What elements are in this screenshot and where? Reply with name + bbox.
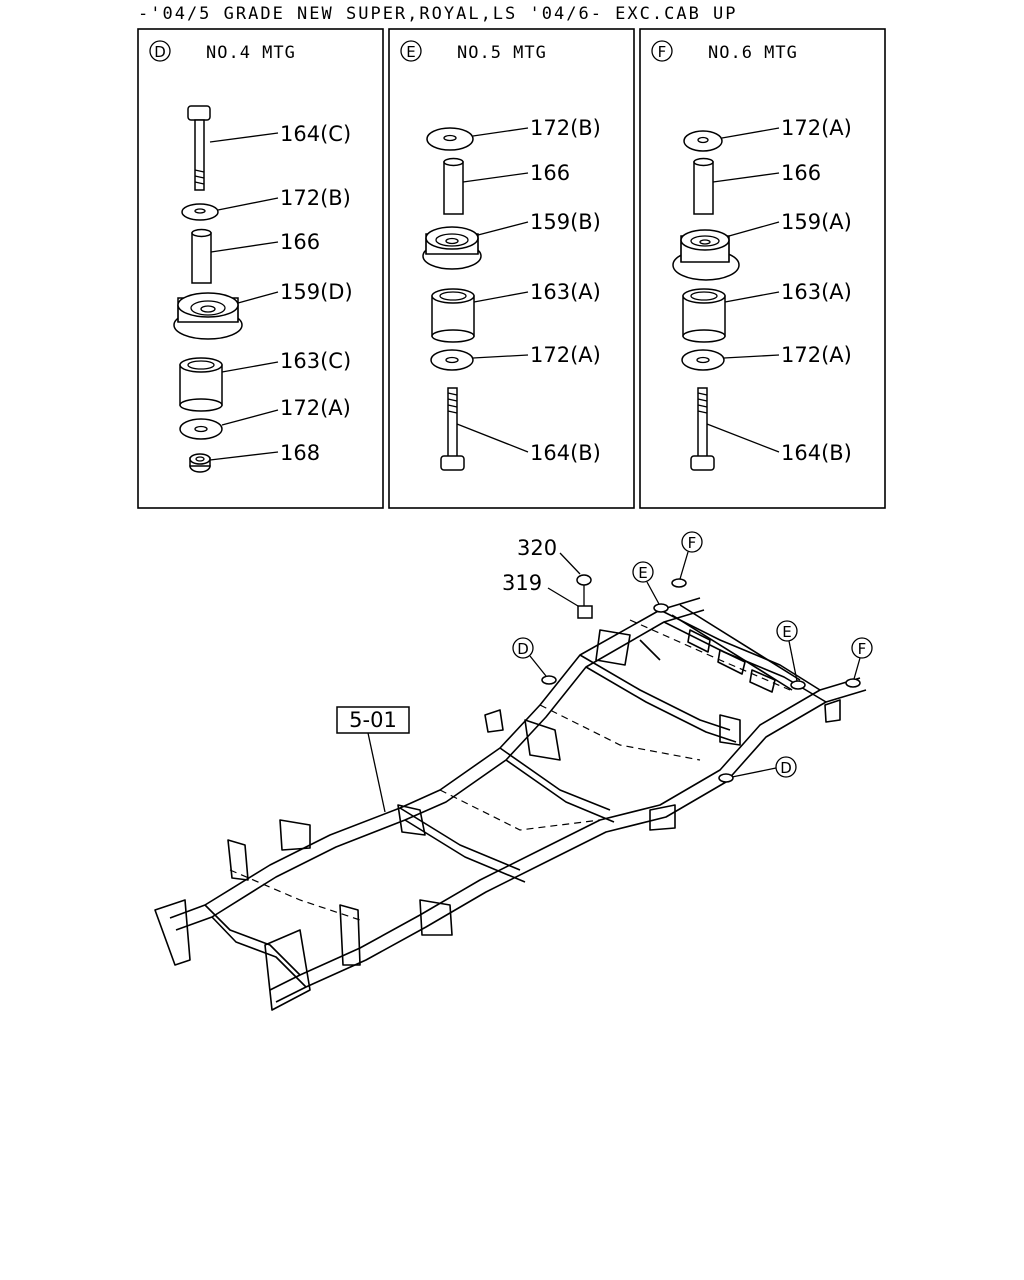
label-166-e: 166 (530, 161, 570, 185)
mount-marker-d-left (512, 637, 534, 659)
label-166-d: 166 (280, 230, 320, 254)
bolt-part (440, 387, 465, 471)
cushion-part (173, 292, 243, 340)
chassis-frame (154, 574, 867, 1011)
panel-title-f: NO.6 MTG (708, 43, 798, 63)
panel-no5-mtg: E NO.5 MTG 172(B) 166 159(B) (388, 28, 635, 509)
label-163a-e: 163(A) (530, 280, 601, 304)
bolt-part (187, 105, 211, 191)
label-164b-f: 164(B) (781, 441, 852, 465)
sleeve-part (443, 157, 464, 215)
label-163a-f: 163(A) (781, 280, 852, 304)
panel-marker-f-letter: F (658, 43, 667, 61)
washer-part (683, 130, 723, 152)
panel-title-e: NO.5 MTG (457, 43, 547, 63)
panel-marker-f (651, 40, 673, 62)
label-159b: 159(B) (530, 210, 601, 234)
mount-marker-e-left (632, 561, 654, 583)
panel-marker-d-letter: D (154, 43, 166, 61)
cushion-part (422, 226, 482, 270)
bolt-part (690, 387, 715, 471)
label-159d: 159(D) (280, 280, 353, 304)
mount-marker-f-rear-letter: F (688, 534, 697, 552)
label-159a: 159(A) (781, 210, 852, 234)
label-172b-d: 172(B) (280, 186, 351, 210)
label-168: 168 (280, 441, 320, 465)
label-172b-e: 172(B) (530, 116, 601, 140)
label-319: 319 (502, 571, 542, 595)
washer-part (179, 418, 223, 440)
label-172a-d: 172(A) (280, 396, 351, 420)
panel-marker-e-letter: E (406, 43, 415, 61)
rubber-part (179, 357, 223, 412)
mount-marker-e-right (776, 620, 798, 642)
frame-callouts: F E D E F D 320 319 5-01 (336, 531, 873, 813)
cushion-part (672, 229, 740, 281)
mount-marker-d-right-letter: D (780, 759, 792, 777)
panel-marker-e (400, 40, 422, 62)
label-166-f: 166 (781, 161, 821, 185)
mount-marker-f-right-letter: F (858, 640, 867, 658)
label-164c: 164(C) (280, 122, 351, 146)
rubber-part (682, 288, 726, 343)
label-172a-f: 172(A) (781, 343, 852, 367)
mount-marker-f-rear (681, 531, 703, 553)
washer-part (181, 203, 219, 221)
washer-part (430, 349, 474, 371)
mount-marker-e-left-letter: E (638, 564, 647, 582)
nut-part (189, 453, 211, 473)
washer-part (681, 349, 725, 371)
label-163c: 163(C) (280, 349, 351, 373)
reference-box-label: 5-01 (349, 708, 397, 732)
panel-marker-d (149, 40, 171, 62)
panel-no4-mtg: D NO.4 MTG 164(C) 172(B) 166 (137, 28, 384, 509)
panel-no6-mtg: F NO.6 MTG 172(A) 166 159(A) (639, 28, 886, 509)
mount-marker-d-left-letter: D (517, 640, 529, 658)
sleeve-part (191, 228, 212, 284)
page-title: -'04/5 GRADE NEW SUPER,ROYAL,LS '04/6- E… (138, 4, 738, 24)
mount-marker-f-right (851, 637, 873, 659)
sleeve-part (693, 157, 714, 215)
washer-part (426, 127, 474, 151)
label-320: 320 (517, 536, 557, 560)
label-164b-e: 164(B) (530, 441, 601, 465)
mount-marker-e-right-letter: E (782, 623, 791, 641)
label-172a-f-top: 172(A) (781, 116, 852, 140)
rubber-part (431, 288, 475, 343)
panel-title-d: NO.4 MTG (206, 43, 296, 63)
label-172a-e: 172(A) (530, 343, 601, 367)
mount-marker-d-right (775, 756, 797, 778)
reference-box (336, 706, 410, 734)
